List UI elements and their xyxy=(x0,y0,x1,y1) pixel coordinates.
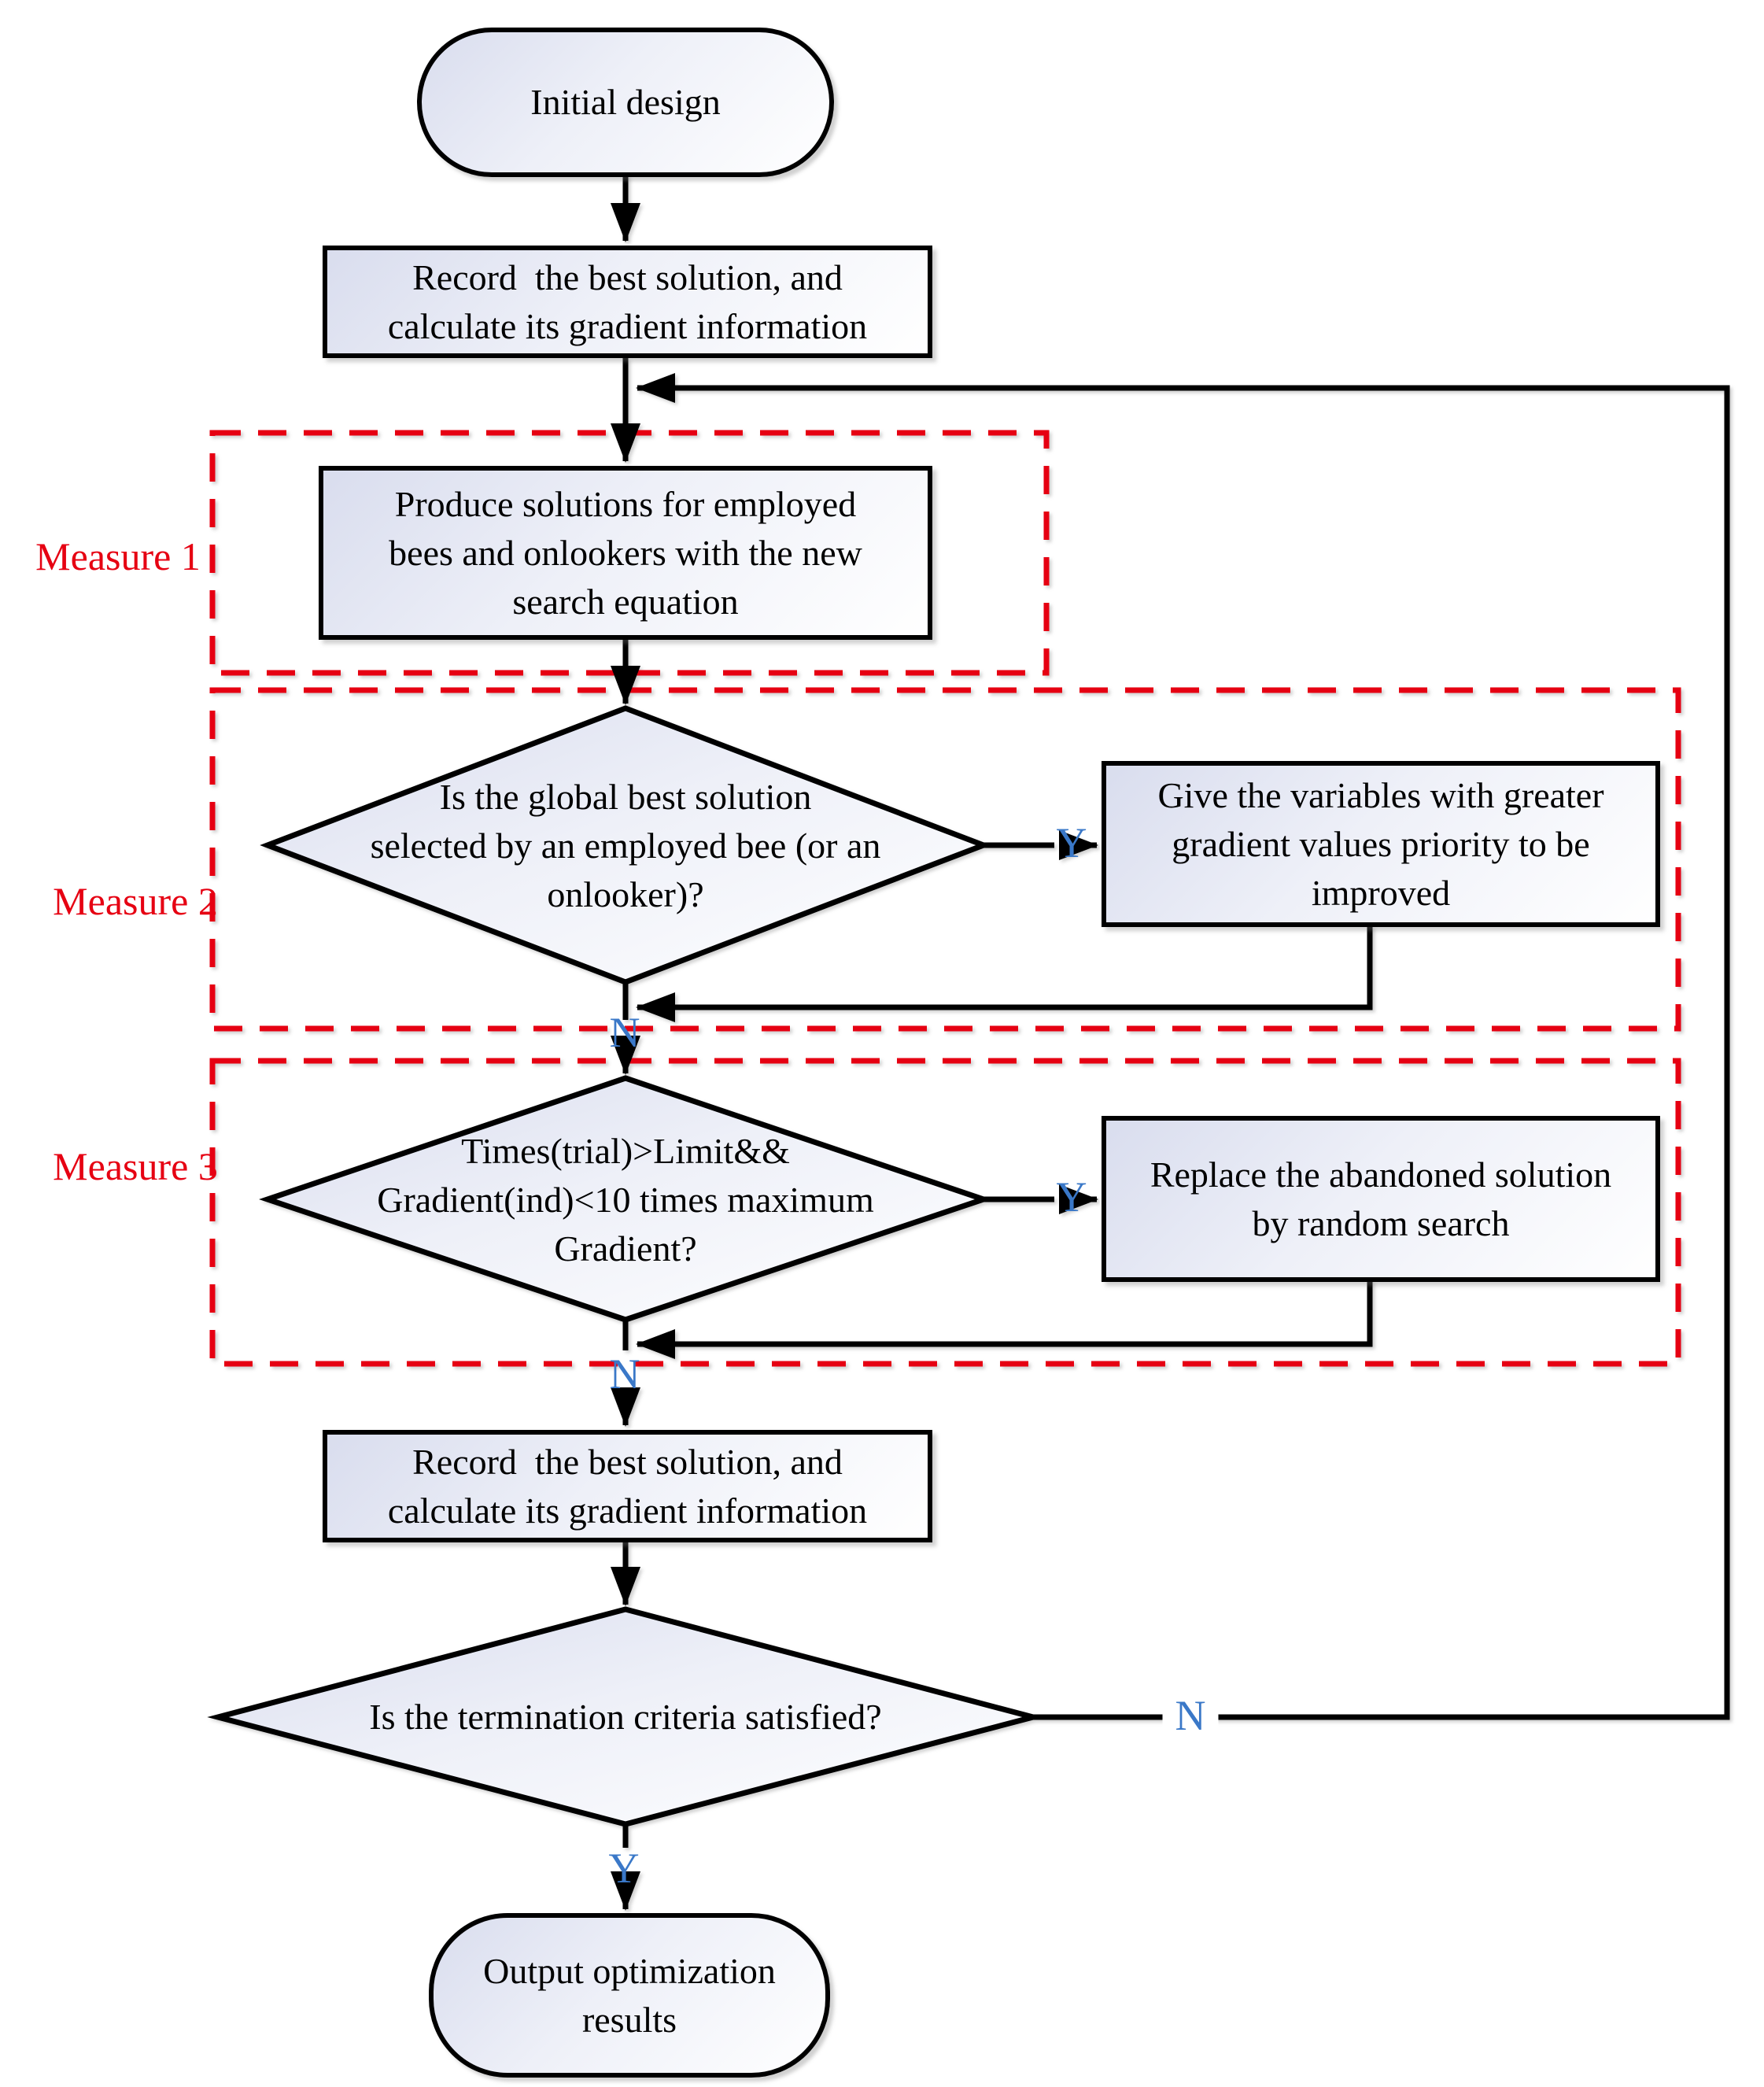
branch-label-no-decision2: N xyxy=(609,1009,640,1056)
decision-global-best-text: Is the global best solution selected by … xyxy=(370,777,881,914)
measure2-label: Measure 2 xyxy=(53,879,218,923)
termination-no-feedback-line xyxy=(636,373,1730,1720)
random-search-return-elbow xyxy=(636,1280,1373,1359)
branch-label-yes-decision3: Y xyxy=(1056,1173,1087,1221)
branch-label-no-termination: N xyxy=(1162,1691,1219,1740)
terminator-output: Output optimization results xyxy=(429,1913,830,2078)
measure3-group-box xyxy=(209,1058,1681,1367)
terminator-start: Initial design xyxy=(417,28,834,177)
branch-label-yes-decision2: Y xyxy=(1056,819,1087,866)
gradient-priority-return-elbow xyxy=(636,925,1373,1022)
measure1-label: Measure 1 xyxy=(35,534,201,578)
process-random-search: Replace the abandoned solution by random… xyxy=(1102,1116,1660,1282)
measure2-group-box xyxy=(209,687,1681,1032)
process-record-top: Record the best solution, and calculate … xyxy=(323,246,932,358)
process-gradient-priority: Give the variables with greater gradient… xyxy=(1102,761,1660,927)
decision-termination-text: Is the termination criteria satisfied? xyxy=(369,1697,882,1737)
measure3-label: Measure 3 xyxy=(53,1144,218,1188)
process-record-bottom: Record the best solution, and calculate … xyxy=(323,1430,932,1542)
process-produce-solutions: Produce solutions for employed bees and … xyxy=(319,466,932,640)
branch-label-yes-termination: Y xyxy=(608,1845,640,1892)
branch-label-no-decision3: N xyxy=(609,1350,640,1398)
decision-abandon-text: Times(trial)>Limit&& Gradient(ind)<10 ti… xyxy=(377,1131,874,1269)
